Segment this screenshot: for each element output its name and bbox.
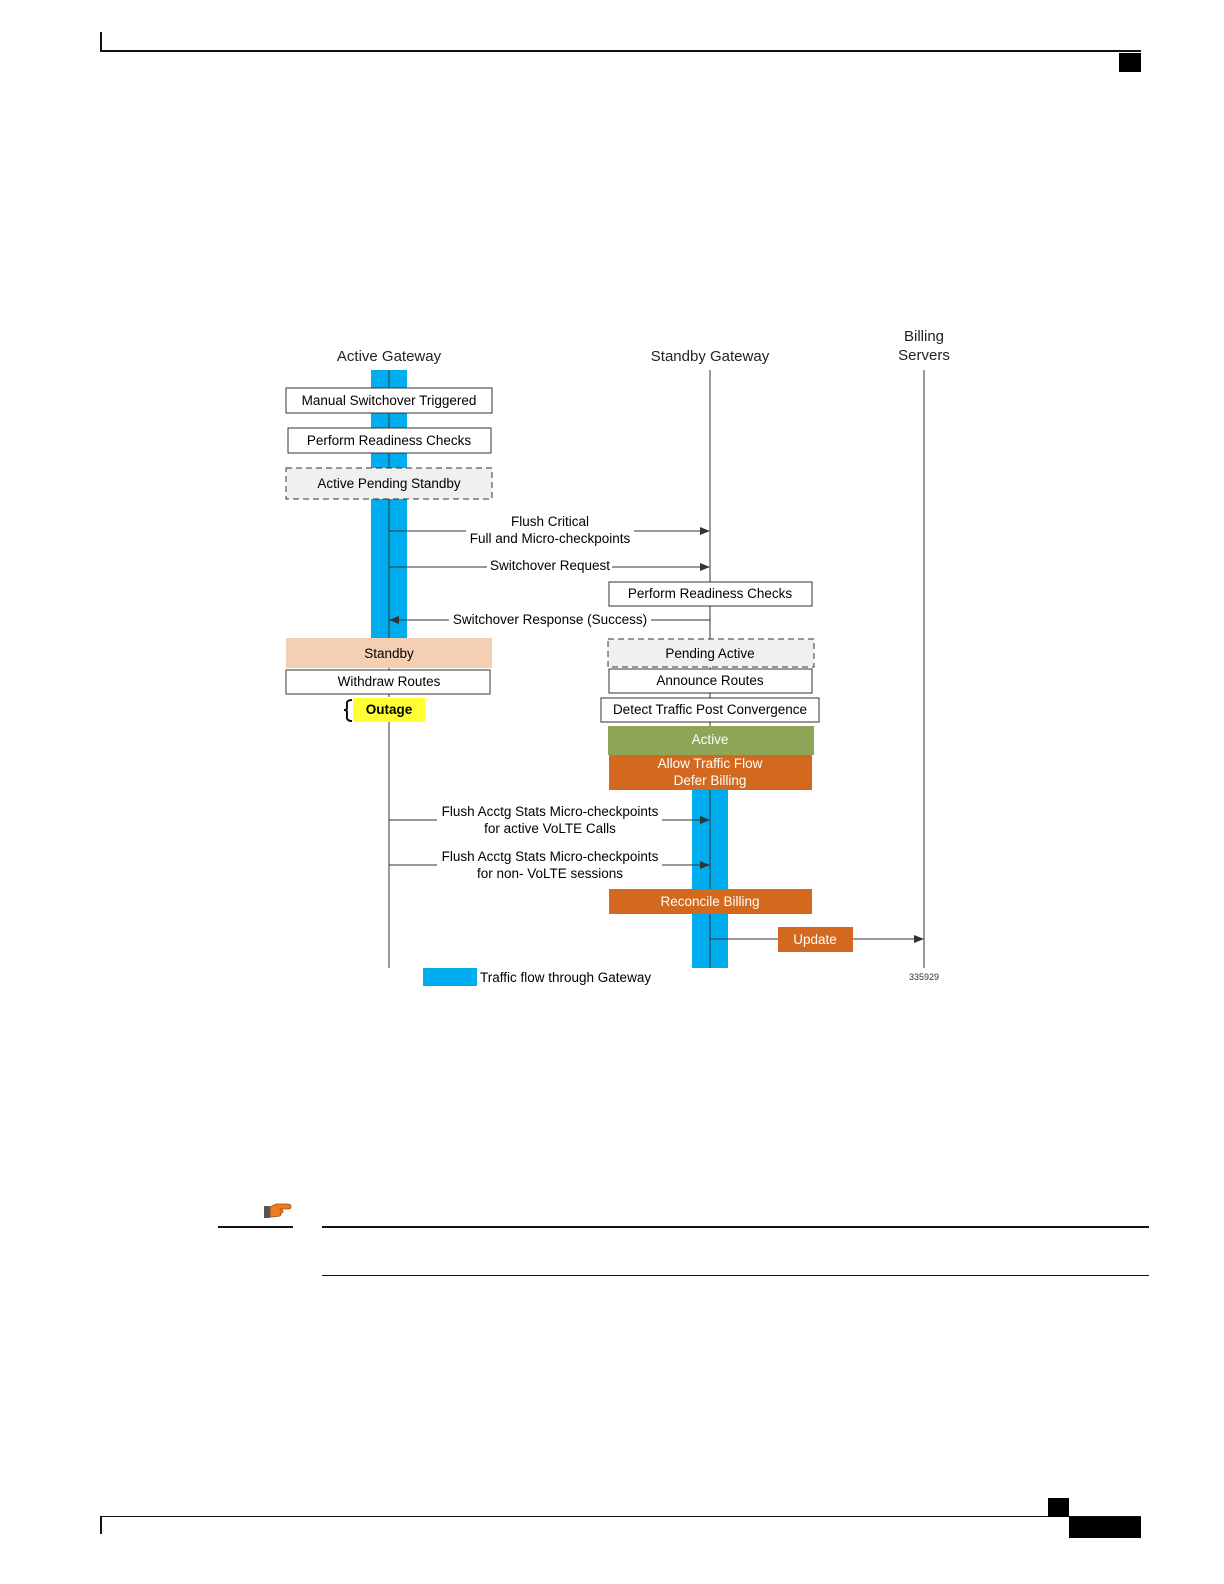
box-active-readiness — [287, 427, 492, 454]
lane-active-gateway: Active Gateway — [337, 348, 442, 365]
lane-standby-gateway: Standby Gateway — [651, 348, 770, 365]
text-allow-traffic-line2: Defer Billing — [674, 773, 747, 788]
text-active-readiness: Perform Readiness Checks — [307, 433, 472, 448]
box-pending-active — [607, 638, 815, 668]
box-active-pending-standby — [285, 467, 493, 500]
box-standby — [286, 638, 492, 668]
box-allow-traffic — [609, 755, 812, 790]
switchover-sequence-diagram: Active Gateway Standby Gateway Billing S… — [285, 328, 950, 986]
text-active: Active — [692, 732, 729, 747]
note-rule-top — [322, 1226, 1149, 1228]
outage-brace — [343, 699, 353, 722]
text-standby-readiness: Perform Readiness Checks — [628, 586, 793, 601]
footer-rule — [100, 1516, 1141, 1517]
header-block — [1119, 53, 1141, 72]
box-reconcile-billing — [609, 889, 812, 914]
box-standby-readiness — [608, 581, 813, 607]
text-withdraw-routes: Withdraw Routes — [338, 674, 441, 689]
msg-flush-nonvolte-line1: Flush Acctg Stats Micro-checkpoints — [442, 849, 659, 864]
legend-label: Traffic flow through Gateway — [480, 970, 651, 985]
text-active-pending-standby: Active Pending Standby — [317, 476, 461, 491]
footer-page-block — [1069, 1517, 1141, 1538]
msg-flush-critical-line1: Flush Critical — [511, 514, 589, 529]
msg-flush-critical-line2: Full and Micro-checkpoints — [470, 531, 631, 546]
text-manual-switchover: Manual Switchover Triggered — [302, 393, 477, 408]
text-pending-active: Pending Active — [665, 646, 754, 661]
box-detect-traffic — [600, 697, 820, 723]
text-update: Update — [793, 932, 837, 947]
box-active — [608, 726, 814, 755]
text-outage: Outage — [366, 702, 413, 717]
msg-switchover-response: Switchover Response (Success) — [453, 612, 647, 627]
box-announce-routes — [608, 668, 813, 694]
text-reconcile-billing: Reconcile Billing — [660, 894, 759, 909]
lane-billing-servers-line1: Billing — [904, 328, 944, 345]
footer-tick — [100, 1516, 102, 1534]
box-outage — [353, 698, 425, 722]
figure-id: 335929 — [909, 972, 939, 982]
footer-block-small — [1048, 1498, 1069, 1517]
box-manual-switchover — [285, 387, 493, 414]
header-rule — [100, 50, 1141, 52]
legend-swatch — [423, 968, 477, 986]
lane-billing-servers-line2: Servers — [898, 347, 950, 364]
text-detect-traffic: Detect Traffic Post Convergence — [613, 702, 807, 717]
note-rule-bottom — [322, 1275, 1149, 1276]
box-withdraw-routes — [285, 669, 491, 695]
text-allow-traffic-line1: Allow Traffic Flow — [658, 756, 763, 771]
msg-flush-volte-line1: Flush Acctg Stats Micro-checkpoints — [442, 804, 659, 819]
box-update — [778, 927, 853, 952]
pointing-hand-icon — [262, 1200, 292, 1226]
note-rule-short — [218, 1226, 293, 1228]
msg-flush-nonvolte-line2: for non- VoLTE sessions — [477, 866, 623, 881]
msg-switchover-request: Switchover Request — [490, 558, 610, 573]
text-standby: Standby — [364, 646, 414, 661]
msg-flush-volte-line2: for active VoLTE Calls — [484, 821, 616, 836]
text-announce-routes: Announce Routes — [656, 673, 764, 688]
header-tick — [100, 32, 102, 52]
